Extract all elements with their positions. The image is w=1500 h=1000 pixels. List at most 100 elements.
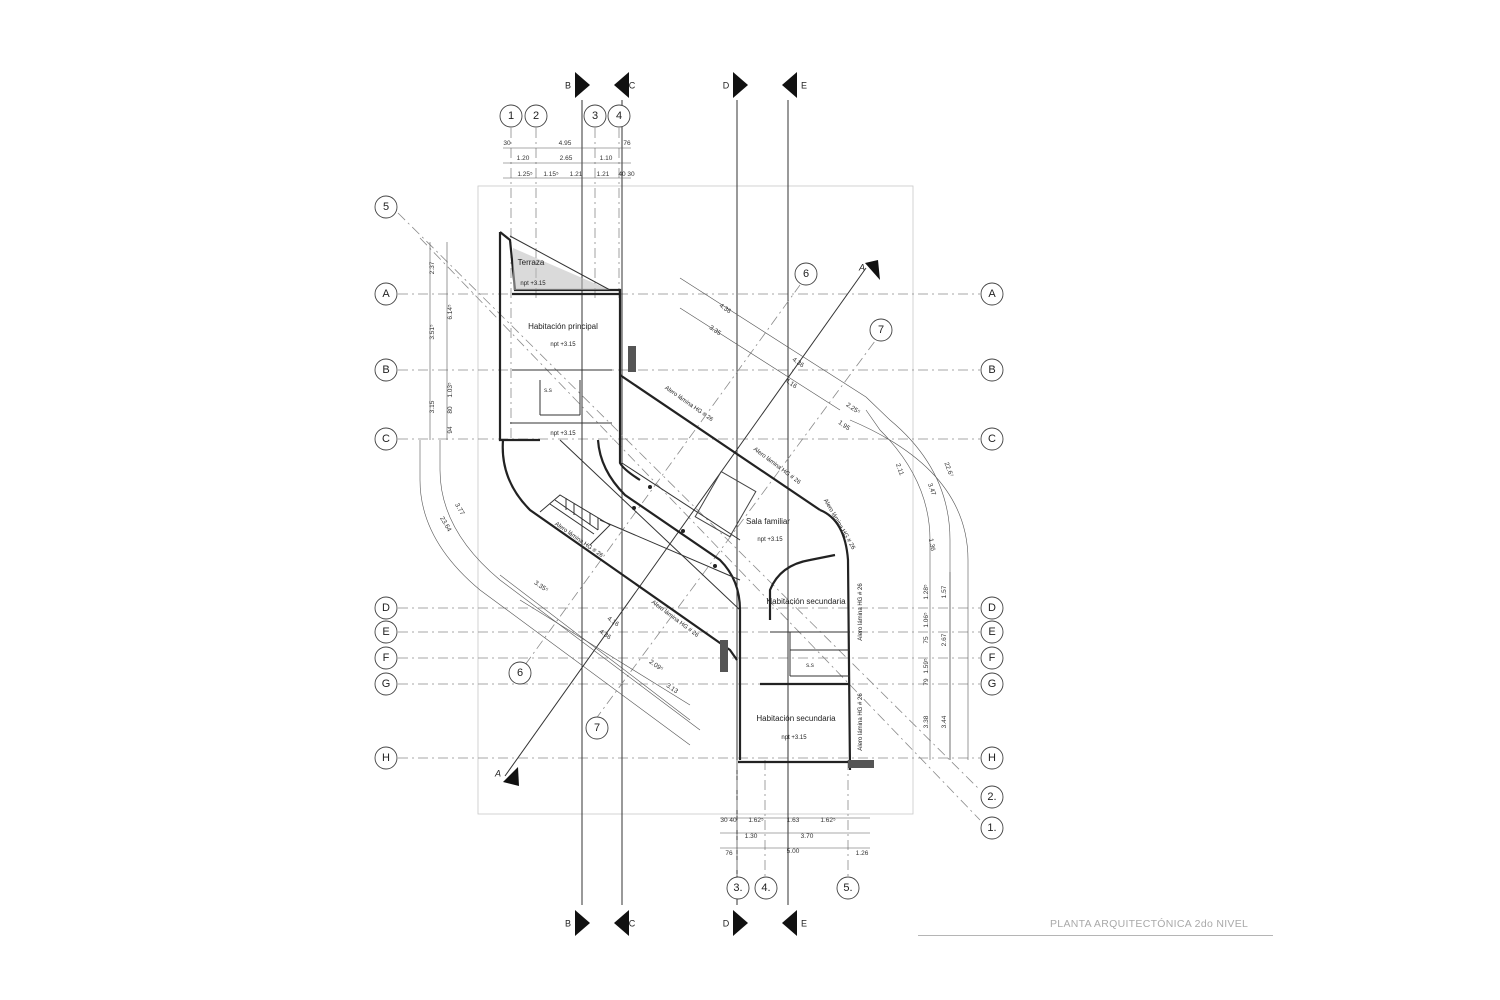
svg-text:3.51⁵: 3.51⁵ bbox=[429, 324, 436, 340]
axis-e-right: E bbox=[988, 626, 995, 638]
axis-a-right: A bbox=[988, 288, 996, 300]
alero-labels: Alero lámina HG # 26 Alero lámina HG # 2… bbox=[553, 385, 864, 750]
plan-frame bbox=[477, 185, 914, 815]
room-labels: Terraza npt +3.15 Habitación principal n… bbox=[518, 258, 846, 741]
svg-text:1.62⁵: 1.62⁵ bbox=[748, 817, 764, 824]
svg-text:5.00: 5.00 bbox=[787, 848, 800, 855]
wall-tab bbox=[720, 640, 728, 672]
dimension-text-bottom: 30 40 1.62⁵ 1.63 1.62⁵ 1.30 3.70 76 5.00… bbox=[720, 817, 868, 857]
svg-text:Alero lámina HG # 26: Alero lámina HG # 26 bbox=[663, 385, 714, 423]
grid-bubbles-bottom: 3. 4. 5. 2. 1. bbox=[726, 785, 1004, 900]
room-secundaria2-name: Habitación secundaria bbox=[756, 714, 836, 723]
axis-7-bottom: 7 bbox=[594, 722, 600, 734]
room-sala-level: npt +3.15 bbox=[757, 537, 783, 543]
axis-5: 5 bbox=[383, 201, 389, 213]
vertical-grid-lines bbox=[510, 100, 849, 905]
staircase bbox=[539, 494, 611, 546]
diagonal-grid-lines bbox=[397, 212, 981, 821]
axis-d-left: D bbox=[382, 602, 390, 614]
svg-text:3.44: 3.44 bbox=[941, 715, 948, 728]
svg-text:1.06⁵: 1.06⁵ bbox=[923, 612, 930, 628]
svg-text:1.20: 1.20 bbox=[517, 155, 530, 162]
axis-b-right: B bbox=[988, 364, 995, 376]
svg-text:2.09⁵: 2.09⁵ bbox=[648, 658, 665, 673]
axis-f-right: F bbox=[989, 652, 996, 664]
terraza-hatch bbox=[509, 235, 611, 291]
axis-1-diag: 1. bbox=[987, 822, 996, 834]
svg-text:Alero lámina HG # 26: Alero lámina HG # 26 bbox=[858, 583, 864, 641]
axis-2: 2 bbox=[533, 110, 539, 122]
section-markers bbox=[503, 72, 880, 936]
axis-5-bottom: 5. bbox=[843, 882, 852, 894]
svg-text:4.16: 4.16 bbox=[784, 377, 799, 390]
svg-text:3.38: 3.38 bbox=[923, 715, 930, 728]
room-sala-name: Sala familiar bbox=[746, 517, 790, 526]
svg-text:3.35: 3.35 bbox=[708, 324, 723, 337]
grid-bubbles-right: A B C D E F G H bbox=[980, 282, 1004, 770]
axis-g-left: G bbox=[382, 678, 391, 690]
svg-text:40: 40 bbox=[618, 171, 626, 178]
svg-text:2.11: 2.11 bbox=[894, 463, 905, 477]
svg-text:1.62⁵: 1.62⁵ bbox=[820, 817, 836, 824]
axis-c-right: C bbox=[988, 433, 996, 445]
axis-7-top: 7 bbox=[878, 324, 884, 336]
dimension-lines bbox=[419, 147, 969, 849]
axis-3: 3 bbox=[592, 110, 598, 122]
axis-4: 4 bbox=[616, 110, 622, 122]
svg-text:76: 76 bbox=[623, 140, 631, 147]
room-secundaria2-level: npt +3.15 bbox=[781, 735, 807, 741]
grid-bubbles-left: A B C D E F G H bbox=[374, 282, 398, 770]
svg-text:30: 30 bbox=[627, 171, 635, 178]
section-label-top-c: C bbox=[629, 80, 636, 90]
svg-text:2.37: 2.37 bbox=[429, 261, 436, 274]
section-label-bottom-e: E bbox=[801, 918, 807, 928]
svg-text:4.36: 4.36 bbox=[791, 356, 806, 369]
svg-text:1.36: 1.36 bbox=[927, 538, 936, 552]
axis-e-left: E bbox=[382, 626, 389, 638]
svg-text:3.13: 3.13 bbox=[665, 682, 680, 695]
hall-level: npt +3.15 bbox=[550, 431, 576, 437]
axis-a-left: A bbox=[382, 288, 390, 300]
horizontal-grid-lines bbox=[398, 293, 980, 759]
section-label-top-d: D bbox=[723, 80, 730, 90]
svg-text:3.77: 3.77 bbox=[453, 502, 466, 517]
svg-text:79: 79 bbox=[923, 678, 930, 686]
svg-text:40: 40 bbox=[729, 817, 737, 824]
axis-1: 1 bbox=[508, 110, 514, 122]
svg-text:Alero lámina HG # 26: Alero lámina HG # 26 bbox=[650, 600, 700, 640]
axis-4-bottom: 4. bbox=[761, 882, 770, 894]
svg-text:3.15: 3.15 bbox=[429, 400, 436, 413]
title-underline bbox=[918, 935, 1273, 936]
svg-text:4.95: 4.95 bbox=[559, 140, 572, 147]
room-terraza-name: Terraza bbox=[518, 258, 545, 267]
svg-text:30: 30 bbox=[503, 140, 511, 147]
svg-text:75: 75 bbox=[923, 636, 930, 644]
room-secundaria1-name: Habitación secundaria bbox=[766, 597, 846, 606]
axis-3-bottom: 3. bbox=[733, 882, 742, 894]
svg-text:1.30: 1.30 bbox=[745, 833, 758, 840]
room-terraza-level: npt +3.15 bbox=[520, 281, 546, 287]
axis-g-right: G bbox=[988, 678, 997, 690]
svg-text:1.57: 1.57 bbox=[941, 585, 948, 598]
axis-2-diag: 2. bbox=[987, 791, 996, 803]
svg-text:1.59⁵: 1.59⁵ bbox=[923, 658, 930, 674]
room-ss-top: s.s bbox=[544, 388, 552, 394]
kitchenette bbox=[694, 470, 757, 538]
svg-text:22.6⁷: 22.6⁷ bbox=[943, 461, 955, 478]
svg-text:2.67: 2.67 bbox=[941, 633, 948, 646]
svg-text:4.36: 4.36 bbox=[718, 302, 733, 315]
svg-text:1.10: 1.10 bbox=[600, 155, 613, 162]
axis-c-left: C bbox=[382, 433, 390, 445]
section-label-bottom-b: B bbox=[565, 918, 571, 928]
svg-text:1.03⁵: 1.03⁵ bbox=[447, 382, 454, 398]
axis-f-left: F bbox=[383, 652, 390, 664]
room-ss-bottom: s.s bbox=[806, 663, 814, 669]
section-label-bottom-c: C bbox=[629, 918, 636, 928]
axis-6-top: 6 bbox=[803, 268, 809, 280]
wall-tab bbox=[848, 760, 874, 768]
axis-6-bottom: 6 bbox=[517, 667, 523, 679]
room-principal-name: Habitación principal bbox=[528, 322, 598, 331]
svg-text:2.25⁵: 2.25⁵ bbox=[845, 401, 862, 416]
svg-text:Alero lámina HG # 26: Alero lámina HG # 26 bbox=[858, 693, 864, 751]
